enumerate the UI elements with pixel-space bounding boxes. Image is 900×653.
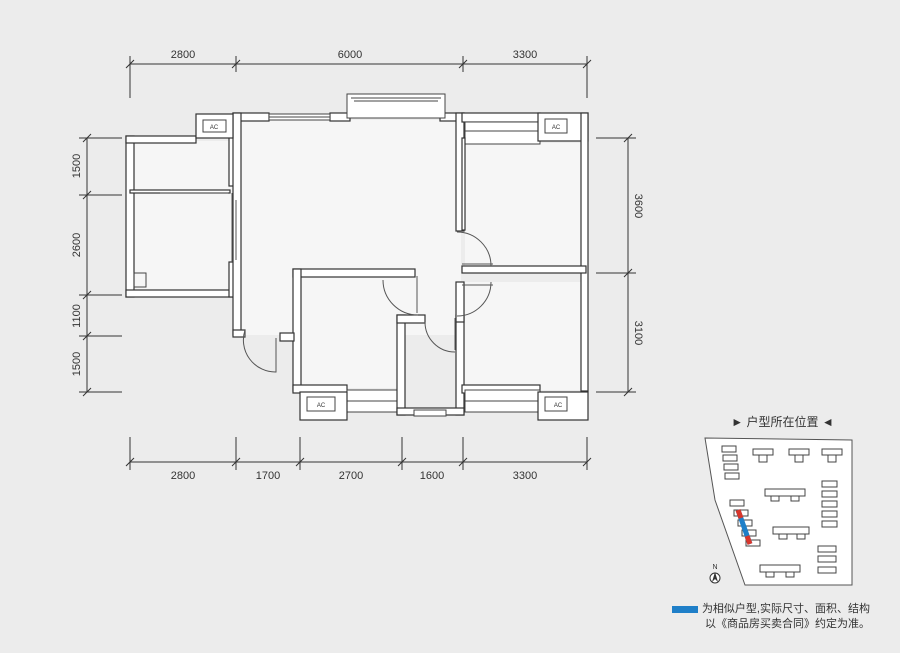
bottom-dim-5: 3300 [513,470,537,482]
right-dimensions: 3600 3100 [596,133,644,397]
bottom-dim-3: 2700 [339,470,363,482]
left-dim-1: 1500 [71,154,83,178]
left-dim-4: 1500 [71,352,83,376]
site-plan-title: ► 户型所在位置 ◄ [731,415,834,429]
top-dim-1: 2800 [171,49,195,61]
top-dimensions: 2800 6000 3300 [125,49,592,98]
left-dim-2: 2600 [71,233,83,257]
bottom-dim-1: 2800 [171,470,195,482]
bottom-dim-2: 1700 [256,470,280,482]
disclaimer-note: 为相似户型,实际尺寸、面积、结构 以《商品房买卖合同》约定为准。 [660,602,870,632]
ac-label-4: AC [554,403,563,409]
bottom-dim-4: 1600 [420,470,444,482]
ac-label-2: AC [552,125,561,131]
top-dim-2: 6000 [338,49,362,61]
site-plan: N [704,437,853,586]
floor-area [133,120,583,390]
walls [125,93,589,421]
bottom-dimensions: 2800 1700 2700 1600 3300 [125,437,592,482]
note-line-2: 以《商品房买卖合同》约定为准。 [705,618,870,630]
right-dim-1: 3600 [632,194,644,218]
note-line-1: 为相似户型,实际尺寸、面积、结构 [701,603,870,615]
ac-labels: AC AC AC AC [210,125,563,409]
left-dimensions: 1500 2600 1100 1500 [71,133,122,397]
legend-swatch [671,605,698,613]
left-dim-3: 1100 [71,304,83,328]
north-label: N [712,564,717,571]
top-dim-3: 3300 [513,49,537,61]
doors [133,192,493,373]
right-dim-2: 3100 [632,321,644,345]
ac-label-3: AC [317,403,326,409]
ac-label-1: AC [210,125,219,131]
